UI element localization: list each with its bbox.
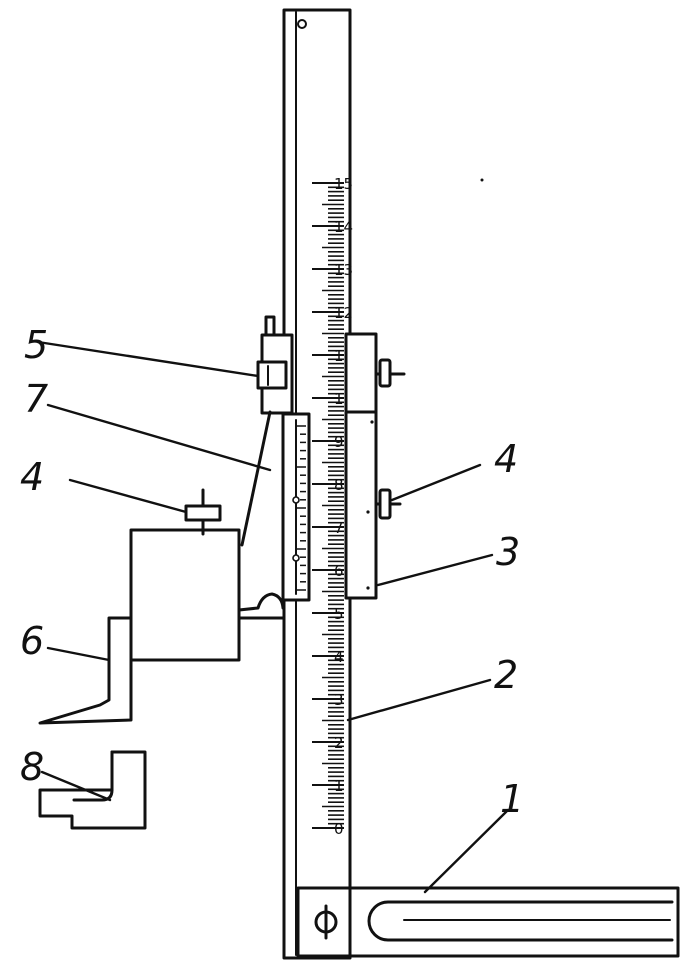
callout-5: 5 xyxy=(24,323,48,367)
stray-mark xyxy=(480,178,484,182)
scale-number: 1 xyxy=(334,777,344,795)
vernier-mark xyxy=(292,554,300,562)
scale-number: 13 xyxy=(334,261,353,279)
fine-adjust-clamp xyxy=(344,332,406,414)
scale-number: 9 xyxy=(334,433,344,451)
column-pin-icon xyxy=(297,19,307,29)
callout-1: 1 xyxy=(500,777,524,821)
vernier-mark xyxy=(292,496,300,504)
callout-8: 8 xyxy=(20,745,44,789)
gauge-base xyxy=(296,886,680,958)
callout-2: 2 xyxy=(494,653,518,697)
scale-number: 15 xyxy=(334,175,353,193)
scriber xyxy=(38,616,133,725)
callout-4-right: 4 xyxy=(494,437,518,481)
scale-number: 2 xyxy=(334,734,344,752)
scale-number: 8 xyxy=(334,476,344,494)
scale-number: 3 xyxy=(334,691,344,709)
scale-number: 12 xyxy=(334,304,353,322)
leaders xyxy=(36,340,510,894)
locking-screw-icon xyxy=(378,358,392,388)
callout-4-left: 4 xyxy=(20,455,44,499)
vernier-scale xyxy=(292,425,306,591)
locking-screw-icon xyxy=(378,488,392,520)
scale-number: 4 xyxy=(334,648,344,666)
callout-3: 3 xyxy=(496,530,520,574)
indicator-block xyxy=(129,488,286,662)
callout-7: 7 xyxy=(24,377,48,421)
scale-number: 7 xyxy=(334,519,344,537)
vernier-frame xyxy=(344,410,402,600)
scale-number: 6 xyxy=(334,562,344,580)
scale-number: 0 xyxy=(334,820,344,838)
scriber-holder xyxy=(240,315,294,547)
scriber-detail xyxy=(38,750,147,830)
callout-6: 6 xyxy=(20,619,44,663)
locking-screw-icon xyxy=(184,504,222,522)
scale-number: 5 xyxy=(334,605,344,623)
base-slot-icon xyxy=(367,900,674,942)
vernier-window xyxy=(281,412,311,602)
scale-number: 14 xyxy=(334,218,353,236)
